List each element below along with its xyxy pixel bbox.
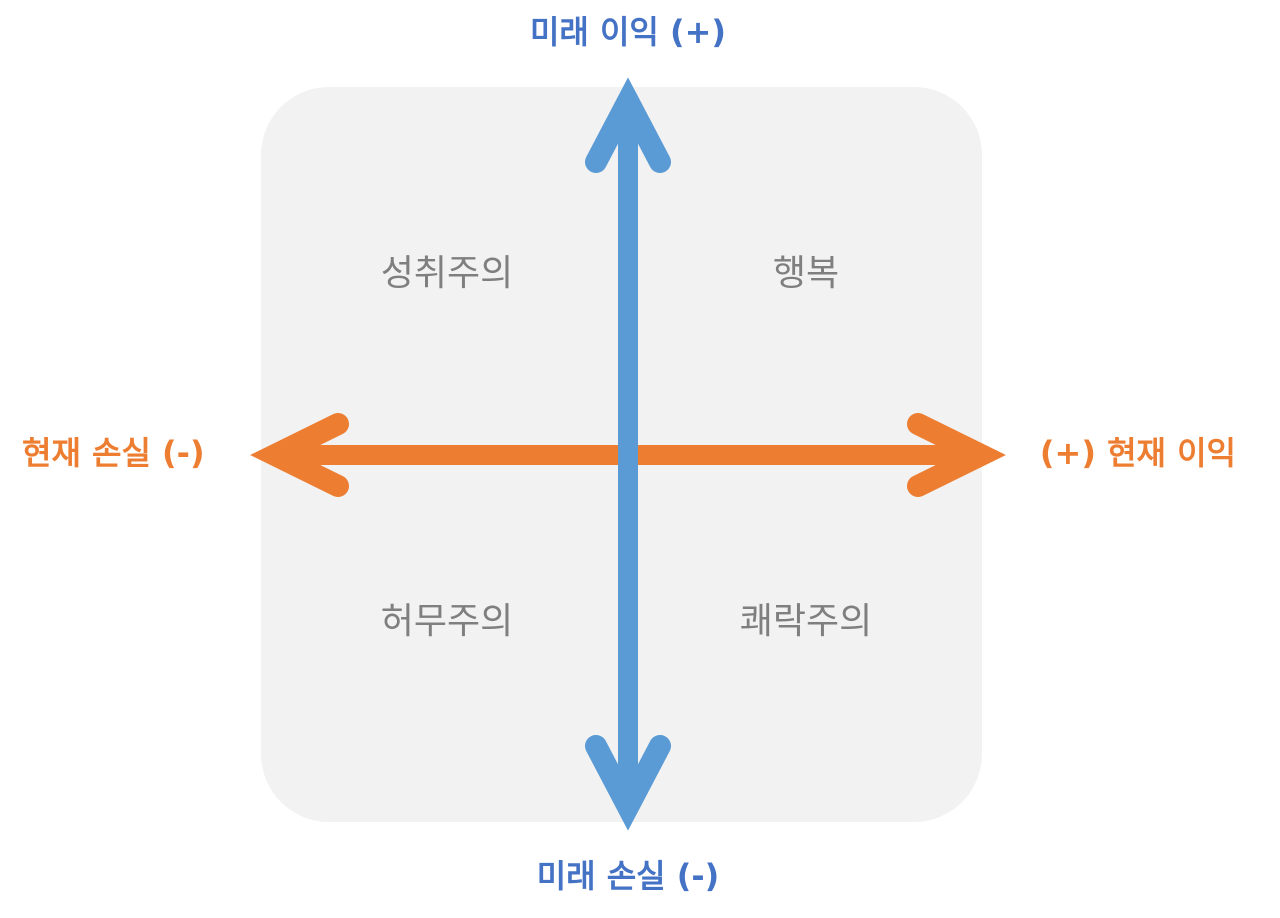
quadrant-bottom-left-label: 허무주의 — [380, 601, 514, 642]
present-gain-label: (+) 현재 이익 — [1039, 434, 1236, 472]
vertical-axis-top-arrowhead — [585, 77, 671, 173]
quadrant-top-right-label: 행복 — [772, 253, 840, 294]
present-loss-label: 현재 손실 (-) — [22, 434, 205, 472]
vertical-axis-bottom-arrowhead — [585, 735, 671, 831]
horizontal-axis-right-arrowhead — [907, 413, 1006, 497]
future-loss-label: 미래 손실 (-) — [536, 857, 720, 895]
horizontal-axis-left-arrowhead — [250, 413, 349, 497]
future-gain-label: 미래 이익 (+) — [529, 13, 727, 51]
quadrant-bottom-right-label: 쾌락주의 — [739, 601, 873, 642]
vertical-axis-arrow — [585, 77, 671, 831]
quadrant-top-left-label: 성취주의 — [380, 253, 514, 294]
